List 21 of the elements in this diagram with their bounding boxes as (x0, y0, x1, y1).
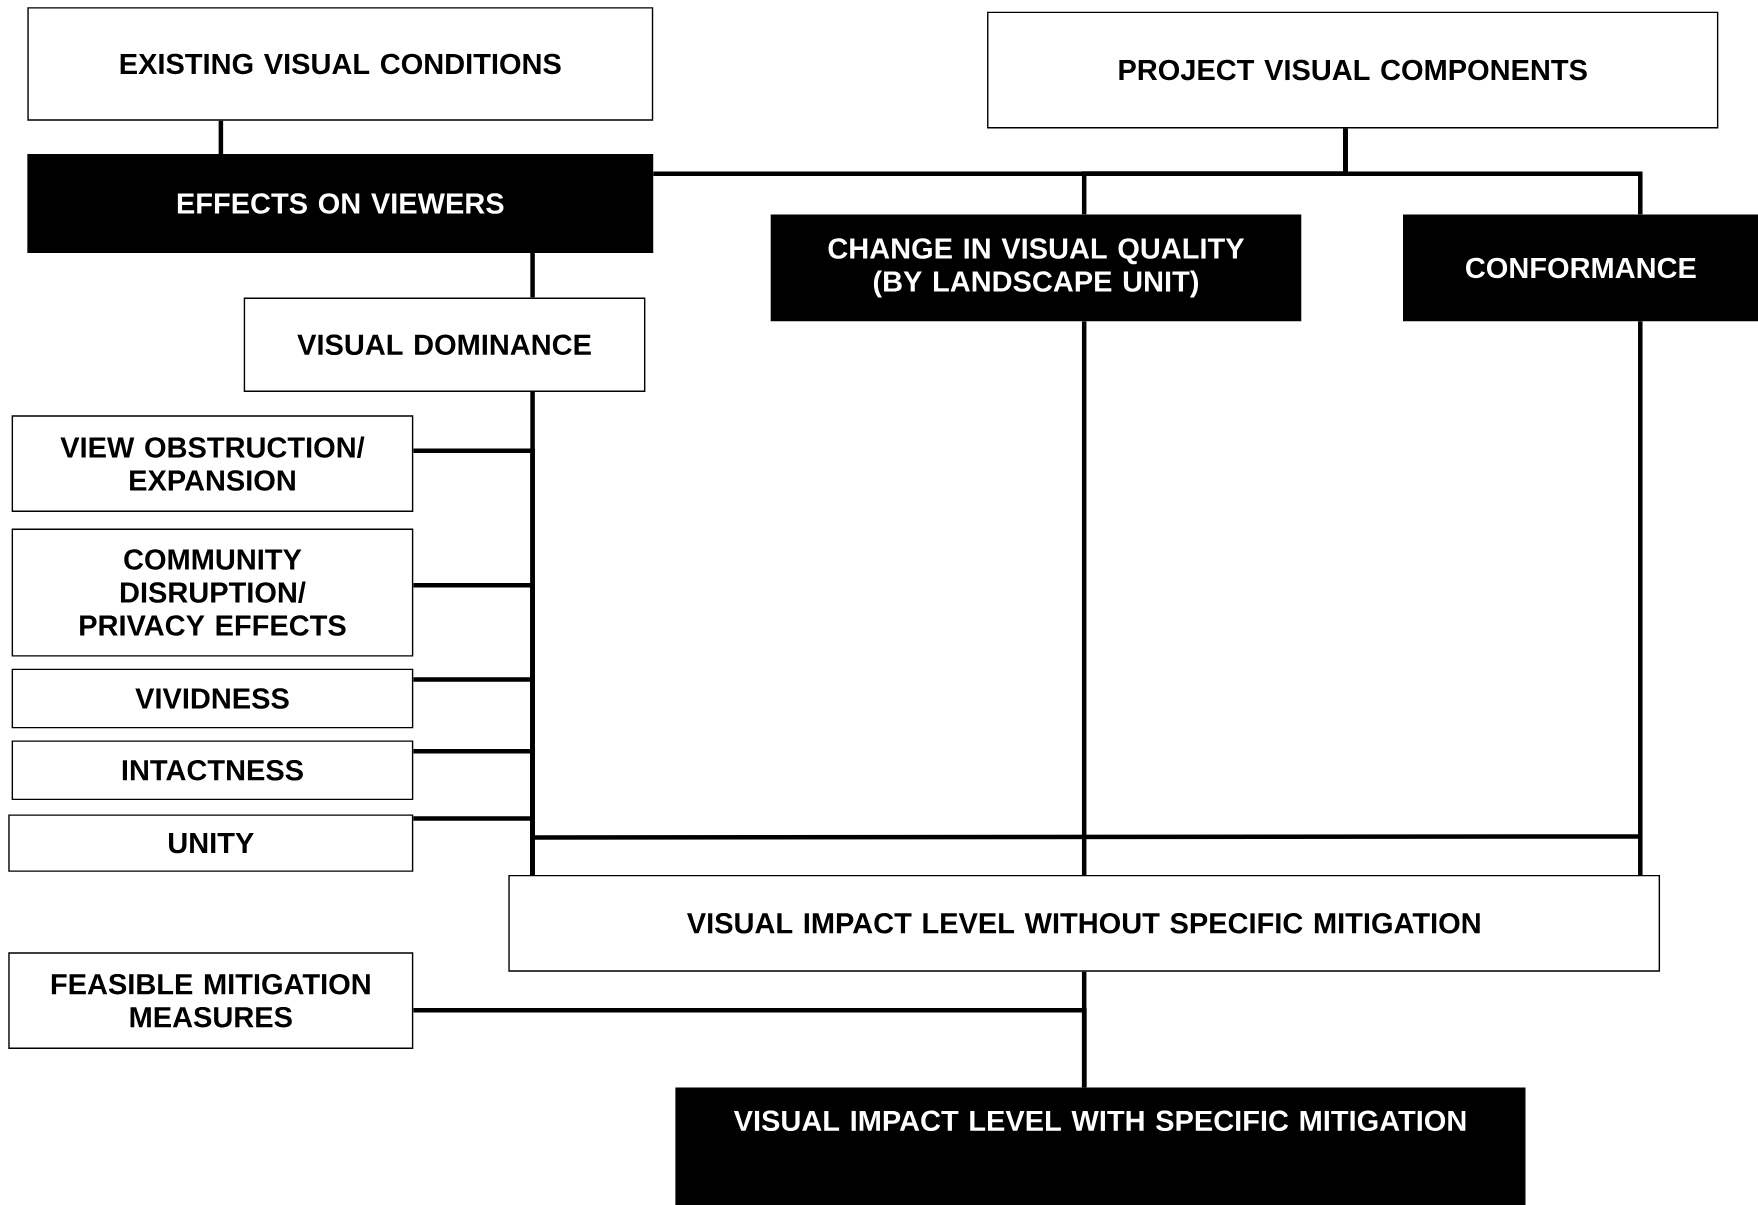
filled-box: CHANGE IN VISUAL QUALITY (BY LANDSCAPE UNIT) (770, 214, 1302, 322)
filled-box: VISUAL IMPACT LEVEL WITH SPECIFIC MITIGATION (675, 1087, 1526, 1205)
process-box: VIEW OBSTRUCTION/ EXPANSION (11, 415, 414, 512)
connector-line (413, 816, 535, 875)
process-box: COMMUNITY DISRUPTION/ PRIVACY EFFECTS (11, 528, 414, 657)
filled-box: CONFORMANCE (1403, 214, 1758, 322)
process-box: EXISTING VISUAL CONDITIONS (27, 7, 654, 121)
process-box: VISUAL DOMINANCE (243, 297, 646, 392)
filled-box: EFFECTS ON VIEWERS (27, 153, 654, 253)
process-box: FEASIBLE MITIGATION MEASURES (8, 952, 414, 1049)
connector-line (218, 120, 224, 154)
connector-line (1081, 321, 1087, 875)
process-box: INTACTNESS (11, 740, 414, 800)
connector-line (530, 252, 535, 298)
process-box: PROJECT VISUAL COMPONENTS (987, 11, 1719, 129)
connector-line (1343, 128, 1643, 215)
process-box: VISUAL IMPACT LEVEL WITHOUT SPECIFIC MITIGATION (508, 874, 1661, 972)
connector-line (1638, 321, 1643, 875)
connector-line (413, 1007, 1087, 1088)
process-box: VIVIDNESS (11, 668, 414, 729)
process-box: UNITY (8, 814, 414, 872)
